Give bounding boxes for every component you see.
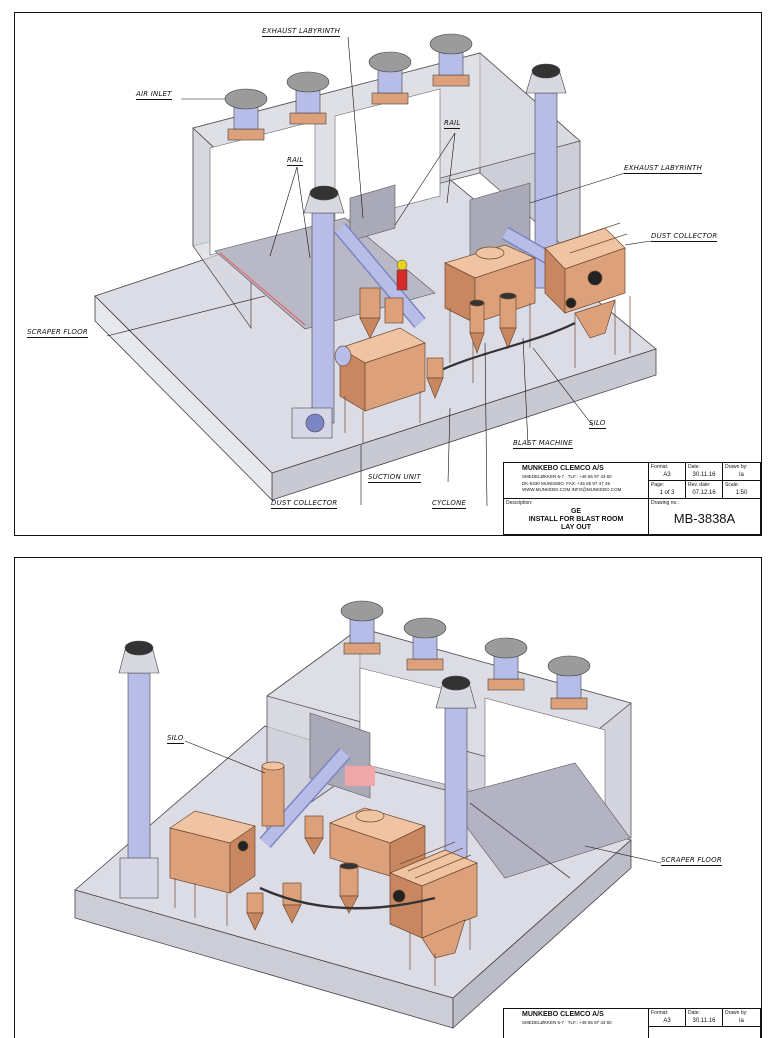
date-label-b: Date: [688, 1010, 700, 1016]
page-label: Page: [651, 482, 665, 488]
drawing-no-label: Drawing no.: [651, 500, 680, 506]
roof-fan-2-b [403, 617, 447, 671]
roof-fan-3-b [484, 637, 528, 691]
date-value: 30.11.16 [692, 472, 716, 478]
label-suction-unit: SUCTION UNIT [368, 473, 421, 483]
drawn-value-b: la [739, 1018, 744, 1024]
label-rail-left: RAIL [287, 156, 304, 166]
page-value: 1 of 3 [659, 490, 675, 496]
label-blast-machine: BLAST MACHINE [513, 439, 573, 449]
drawing-sheet-bottom: SILO SCRAPER FLOOR MUNKEBO CLEMCO A/S SM… [14, 557, 762, 1038]
isometric-drawing-top [94, 33, 657, 507]
scale-label: Scale: [725, 482, 739, 488]
exhaust-stack-right [525, 63, 567, 289]
rev-label: Rev. date: [688, 482, 711, 488]
drawn-value: la [739, 472, 744, 478]
date-value-b: 30.11.16 [692, 1018, 716, 1024]
tel-b: TLF.: +45 65 97 43 60 [567, 1020, 612, 1025]
dust-collector-right [544, 222, 631, 368]
blast-hose-b [259, 886, 436, 910]
drawn-label: Drawn by: [725, 464, 748, 470]
cabinet-center-b [329, 807, 426, 877]
description-label: Description: [506, 500, 533, 506]
label-air-inlet: AIR INLET [136, 90, 172, 100]
roof-fan-2 [286, 71, 330, 125]
rev-value: 07.12.16 [692, 490, 716, 496]
format-value: A3 [663, 472, 671, 478]
isometric-drawing-bottom [74, 600, 662, 1029]
fax: FAX: +45 65 97 47 45 [566, 480, 610, 486]
label-rail-right: RAIL [444, 119, 461, 129]
drawing-number: MB-3838A [673, 511, 736, 526]
address-line1: SMEDELØKKEN 5-7 [522, 474, 565, 479]
label-silo: SILO [589, 419, 606, 429]
company-name: MUNKEBO CLEMCO A/S [522, 465, 604, 472]
scale-value: 1:50 [735, 490, 748, 496]
description-line1: GE [570, 508, 582, 515]
label-dust-collector-bottom: DUST COLLECTOR [271, 499, 338, 509]
scraper-floor-panel-b [444, 762, 631, 879]
format-label: Format: [651, 464, 669, 470]
label-exhaust-labyrinth-top: EXHAUST LABYRINTH [262, 27, 341, 37]
dust-collector-right-b [389, 841, 478, 986]
silo-tall-b [261, 761, 285, 827]
roof-fan-1 [224, 88, 268, 141]
title-block-bottom: MUNKEBO CLEMCO A/S SMEDELØKKEN 5-7 TLF.:… [503, 1008, 761, 1038]
format-label-b: Format: [651, 1010, 669, 1016]
silo-group [469, 292, 517, 355]
email: INFO@MUNKEBO.COM [571, 487, 622, 492]
operator-figure [396, 259, 408, 291]
label-silo-b: SILO [167, 734, 184, 744]
address-line2: DK-5330 MUNKEBO [522, 480, 564, 486]
blast-hose [434, 322, 576, 374]
cyclone-unit [359, 287, 444, 399]
description-line2: INSTALL FOR BLAST ROOM [528, 516, 624, 523]
exhaust-stack-left-b [118, 640, 160, 899]
drawn-label-b: Drawn by: [725, 1010, 748, 1016]
format-value-b: A3 [663, 1018, 671, 1024]
platform-left-face [94, 295, 273, 501]
date-label: Date: [688, 464, 700, 470]
tel: TLF.: +45 65 97 43 60 [567, 474, 612, 479]
roof-fan-4 [429, 33, 473, 87]
exhaust-stack-center-b [435, 675, 477, 874]
label-exhaust-labyrinth-right: EXHAUST LABYRINTH [624, 164, 703, 174]
dust-collector-left-b [169, 810, 256, 926]
address-line3: WWW.MUNKEBO.COM [522, 487, 571, 492]
fan-unit-bottom [291, 407, 333, 439]
address-line1-b: SMEDELØKKEN 5-7 [522, 1020, 565, 1025]
label-scraper-floor-b: SCRAPER FLOOR [661, 856, 722, 866]
label-dust-collector-right: DUST COLLECTOR [651, 232, 718, 242]
platform-right-face-b [452, 839, 632, 1029]
cabinet-center [444, 244, 536, 383]
title-block-top: MUNKEBO CLEMCO A/S SMEDELØKKEN 5-7 TLF.:… [503, 462, 761, 535]
drawing-sheet-top: EXHAUST LABYRINTH AIR INLET RAIL RAIL EX… [14, 12, 762, 536]
leader-lines [106, 36, 652, 507]
roof-fan-4-b [547, 655, 591, 710]
leader-lines-b [184, 740, 662, 864]
roof-fan-3 [368, 51, 412, 105]
description-line3: LAY OUT [561, 524, 591, 531]
label-cyclone: CYCLONE [432, 499, 467, 509]
company-name-b: MUNKEBO CLEMCO A/S [522, 1011, 604, 1018]
dust-collector-bottom [334, 327, 426, 443]
label-scraper-floor: SCRAPER FLOOR [27, 328, 88, 338]
roof-fan-1-b [340, 600, 384, 655]
exhaust-stack-left [303, 185, 345, 424]
